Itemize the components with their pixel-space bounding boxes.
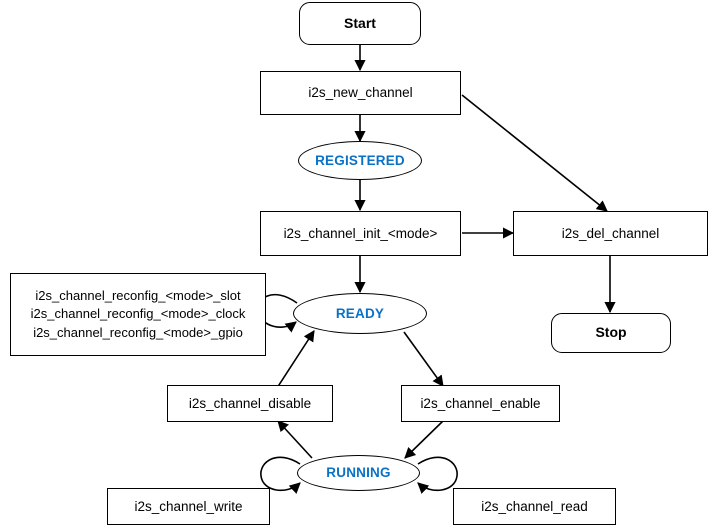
node-i2s-del-channel[interactable]: i2s_del_channel	[513, 211, 708, 256]
node-i2s-channel-enable[interactable]: i2s_channel_enable	[401, 385, 560, 422]
node-i2s-channel-read[interactable]: i2s_channel_read	[453, 488, 616, 525]
edge-channel-enable-to-running	[404, 420, 444, 459]
node-state-registered[interactable]: REGISTERED	[298, 141, 422, 180]
node-i2s-new-channel-label: i2s_new_channel	[308, 85, 413, 101]
edge-running-self-loop-right	[417, 456, 458, 494]
node-reconfig-line-slot: i2s_channel_reconfig_<mode>_slot	[35, 287, 241, 303]
node-i2s-channel-write[interactable]: i2s_channel_write	[107, 488, 270, 525]
node-i2s-channel-reconfig[interactable]: i2s_channel_reconfig_<mode>_slot i2s_cha…	[10, 273, 266, 356]
node-state-ready-label: READY	[335, 305, 385, 321]
node-i2s-del-channel-label: i2s_del_channel	[561, 225, 660, 241]
edge-running-self-loop-left	[260, 456, 301, 494]
edge-ready-to-channel-enable	[403, 331, 444, 387]
node-state-ready[interactable]: READY	[293, 293, 427, 334]
node-i2s-channel-disable-label: i2s_channel_disable	[188, 395, 312, 411]
node-stop-label: Stop	[595, 324, 627, 341]
node-stop[interactable]: Stop	[551, 313, 671, 353]
node-state-running-label: RUNNING	[326, 465, 391, 481]
node-state-registered-label: REGISTERED	[315, 152, 405, 168]
node-i2s-channel-init[interactable]: i2s_channel_init_<mode>	[260, 211, 461, 256]
node-i2s-channel-disable[interactable]: i2s_channel_disable	[167, 385, 333, 422]
node-reconfig-line-gpio: i2s_channel_reconfig_<mode>_gpio	[33, 324, 243, 340]
node-start-label: Start	[344, 14, 376, 31]
node-i2s-channel-init-label: i2s_channel_init_<mode>	[283, 225, 438, 241]
node-i2s-channel-read-label: i2s_channel_read	[481, 498, 588, 514]
node-i2s-channel-enable-label: i2s_channel_enable	[420, 395, 541, 411]
node-reconfig-line-clock: i2s_channel_reconfig_<mode>_clock	[30, 306, 246, 322]
node-start[interactable]: Start	[299, 2, 421, 45]
node-i2s-channel-write-label: i2s_channel_write	[134, 498, 243, 514]
edge-channel-disable-to-ready	[276, 330, 315, 389]
node-state-running[interactable]: RUNNING	[297, 455, 420, 491]
edge-running-to-channel-disable	[277, 420, 313, 459]
edge-new-channel-to-del-channel	[461, 94, 608, 212]
node-i2s-new-channel[interactable]: i2s_new_channel	[260, 71, 461, 115]
